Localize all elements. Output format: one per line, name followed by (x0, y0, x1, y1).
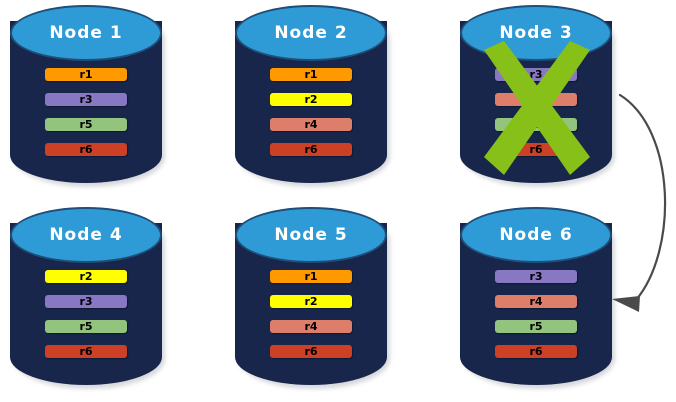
replica-bar[interactable]: r4 (270, 320, 352, 333)
node-2[interactable]: Node 2 r1 r2 r4 r6 (235, 5, 390, 187)
replica-bar[interactable]: r6 (45, 143, 127, 156)
failover-arrow-path (618, 93, 667, 302)
replica-bar[interactable]: r6 (270, 345, 352, 358)
replica-bar[interactable]: r5 (45, 320, 127, 333)
cylinder-top (10, 207, 162, 263)
replica-bar[interactable]: r3 (495, 270, 577, 283)
replica-list: r3 r4 r5 r6 (495, 68, 577, 156)
replica-list: r1 r3 r5 r6 (45, 68, 127, 156)
node-3[interactable]: Node 3 r3 r4 r5 r6 (460, 5, 615, 187)
replica-bar[interactable]: r5 (495, 118, 577, 131)
replica-list: r1 r2 r4 r6 (270, 270, 352, 358)
replica-bar[interactable]: r5 (45, 118, 127, 131)
replica-bar[interactable]: r4 (495, 93, 577, 106)
replica-bar[interactable]: r1 (45, 68, 127, 81)
replica-bar[interactable]: r4 (270, 118, 352, 131)
replica-bar[interactable]: r6 (270, 143, 352, 156)
node-5[interactable]: Node 5 r1 r2 r4 r6 (235, 207, 390, 389)
failover-arrowhead (612, 296, 640, 312)
replica-bar[interactable]: r3 (495, 68, 577, 81)
replica-list: r3 r4 r5 r6 (495, 270, 577, 358)
replica-bar[interactable]: r3 (45, 93, 127, 106)
cylinder-top (235, 5, 387, 61)
replica-list: r2 r3 r5 r6 (45, 270, 127, 358)
replica-list: r1 r2 r4 r6 (270, 68, 352, 156)
node-6[interactable]: Node 6 r3 r4 r5 r6 (460, 207, 615, 389)
cylinder-top (235, 207, 387, 263)
node-4[interactable]: Node 4 r2 r3 r5 r6 (10, 207, 165, 389)
replica-bar[interactable]: r2 (270, 295, 352, 308)
replica-bar[interactable]: r3 (45, 295, 127, 308)
replica-bar[interactable]: r4 (495, 295, 577, 308)
cylinder-top (460, 5, 612, 61)
replica-bar[interactable]: r1 (270, 270, 352, 283)
replica-bar[interactable]: r1 (270, 68, 352, 81)
replica-bar[interactable]: r2 (45, 270, 127, 283)
replica-bar[interactable]: r5 (495, 320, 577, 333)
replica-bar[interactable]: r6 (45, 345, 127, 358)
replica-bar[interactable]: r2 (270, 93, 352, 106)
node-1[interactable]: Node 1 r1 r3 r5 r6 (10, 5, 165, 187)
replica-bar[interactable]: r6 (495, 345, 577, 358)
replica-bar[interactable]: r6 (495, 143, 577, 156)
cylinder-top (10, 5, 162, 61)
cylinder-top (460, 207, 612, 263)
